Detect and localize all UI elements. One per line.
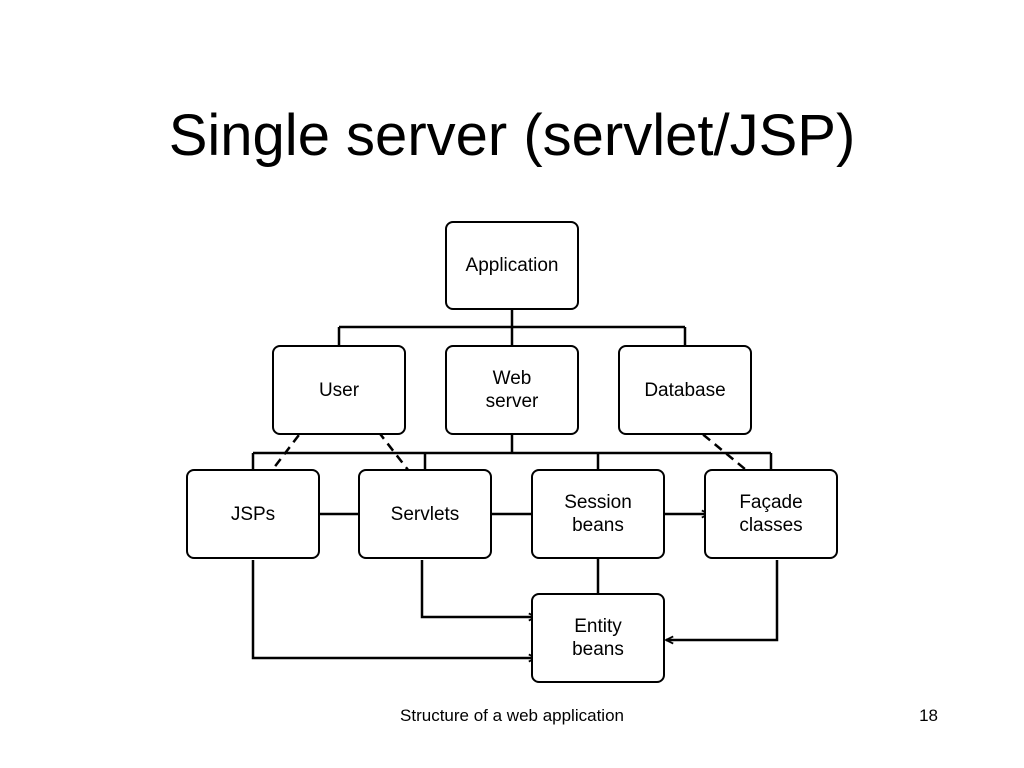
node-session-beans: Session beans [531, 469, 665, 559]
node-application: Application [445, 221, 579, 310]
node-web-server-label: Web server [485, 368, 539, 412]
page-number: 18 [919, 706, 938, 725]
node-database: Database [618, 345, 752, 435]
node-database-label: Database [644, 379, 726, 401]
node-servlets-label: Servlets [390, 503, 460, 525]
node-facade-classes-label: Façade classes [739, 492, 803, 536]
node-user-label: User [318, 379, 360, 401]
node-servlets: Servlets [358, 469, 492, 559]
tree-connector-application [337, 310, 687, 346]
node-facade-classes: Façade classes [704, 469, 838, 559]
arrow-servlets-to-entity-beans [420, 560, 536, 617]
node-user: User [272, 345, 406, 435]
arrow-facade-to-entity-beans [666, 560, 779, 640]
node-web-server: Web server [445, 345, 579, 435]
slide-title: Single server (servlet/JSP) [168, 103, 856, 168]
node-entity-beans: Entity beans [531, 593, 665, 683]
node-entity-beans-label: Entity beans [572, 616, 624, 660]
arrow-jsps-to-entity-beans [251, 560, 536, 658]
node-application-label: Application [465, 255, 559, 276]
tree-connector-web-server [251, 435, 773, 470]
node-jsps: JSPs [186, 469, 320, 559]
node-jsps-label: JSPs [230, 503, 276, 525]
slide-footer: Structure of a web application [400, 706, 624, 725]
node-session-beans-label: Session beans [564, 492, 632, 536]
